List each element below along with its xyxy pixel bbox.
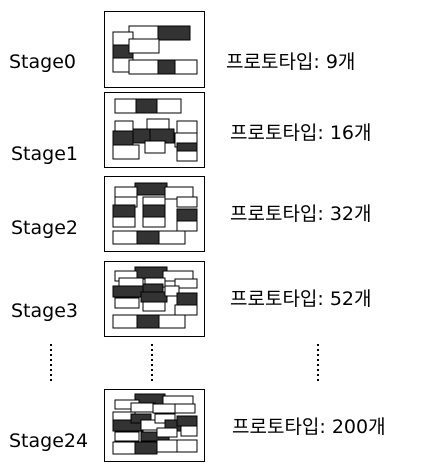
- ellipsis-dots-left: [50, 344, 52, 381]
- prototype-block: [135, 98, 159, 114]
- prototype-block: [112, 130, 134, 146]
- prototype-block: [114, 98, 138, 114]
- stage24-prototype-count: 프로토타입: 200개: [232, 416, 386, 438]
- prototype-block: [156, 98, 182, 114]
- prototype-block: [176, 439, 198, 453]
- ellipsis-dots-middle: [151, 344, 153, 381]
- prototype-block: [176, 208, 198, 222]
- prototype-block: [128, 38, 160, 54]
- prototype-block: [112, 314, 138, 329]
- stage3-prototype-diagram: [104, 261, 205, 337]
- prototype-block: [174, 304, 198, 316]
- stage2-prototype-count: 프로토타입: 32개: [230, 203, 372, 225]
- prototype-block: [180, 425, 198, 437]
- prototype-block: [157, 25, 191, 41]
- prototype-block: [130, 402, 156, 413]
- prototype-block: [136, 314, 160, 329]
- stage1-prototype-diagram: [104, 92, 205, 168]
- prototype-block: [164, 285, 180, 297]
- ellipsis-dots-right: [317, 344, 319, 381]
- stage0-label: Stage0: [9, 51, 76, 73]
- prototype-block: [158, 314, 186, 329]
- prototype-block: [142, 301, 166, 312]
- stage1-prototype-count: 프로토타입: 16개: [230, 122, 372, 144]
- prototype-block: [134, 441, 158, 455]
- prototype-block: [176, 415, 198, 427]
- stage24-prototype-diagram: [104, 389, 205, 462]
- prototype-block: [112, 216, 136, 228]
- prototype-block: [112, 230, 138, 245]
- stage1-label: Stage1: [11, 143, 78, 165]
- prototype-block: [176, 150, 198, 162]
- prototype-block: [156, 427, 178, 438]
- prototype-block: [128, 59, 160, 75]
- prototype-block: [142, 204, 166, 218]
- prototype-block: [158, 230, 186, 245]
- stage0-prototype-count: 프로토타입: 9개: [226, 51, 356, 73]
- prototype-block: [176, 196, 198, 208]
- prototype-block: [142, 216, 166, 228]
- prototype-block: [157, 59, 177, 75]
- prototype-block: [174, 278, 198, 289]
- prototype-block: [174, 59, 198, 75]
- prototype-block: [174, 403, 196, 414]
- stage2-label: Stage2: [11, 217, 78, 239]
- prototype-block: [176, 220, 198, 232]
- prototype-block: [112, 441, 138, 455]
- prototype-block: [112, 144, 140, 160]
- prototype-block: [114, 297, 140, 309]
- prototype-block: [144, 140, 166, 154]
- stage0-prototype-diagram: [104, 11, 205, 88]
- stage2-prototype-diagram: [104, 176, 205, 252]
- prototype-block: [134, 266, 168, 280]
- prototype-block: [134, 182, 168, 196]
- prototype-block: [136, 230, 160, 245]
- prototype-block: [112, 285, 144, 298]
- stage3-prototype-count: 프로토타입: 52개: [230, 288, 372, 310]
- stage3-label: Stage3: [11, 300, 78, 322]
- prototype-block: [112, 204, 136, 218]
- prototype-block: [176, 292, 198, 306]
- prototype-block: [140, 291, 168, 303]
- stage24-label: Stage24: [9, 430, 89, 452]
- prototype-block: [114, 431, 140, 442]
